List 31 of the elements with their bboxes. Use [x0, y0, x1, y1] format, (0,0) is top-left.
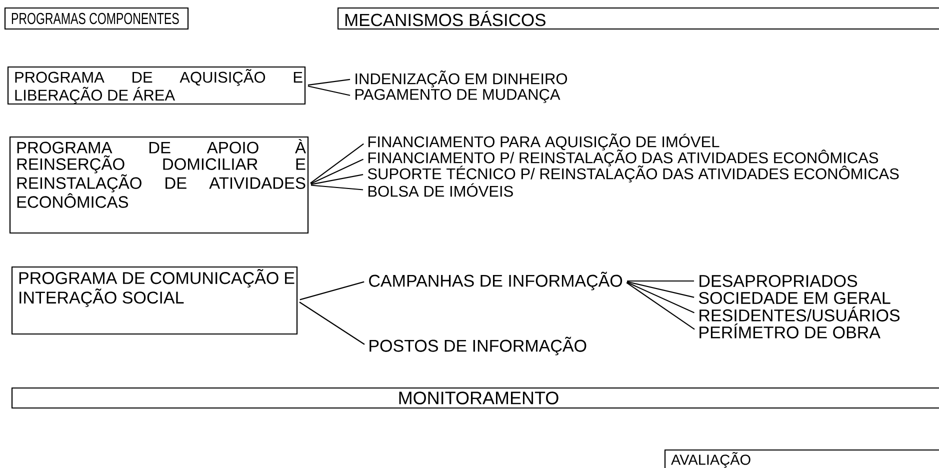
mechanism-text: INDENIZAÇÃO EM DINHEIRO	[356, 70, 567, 88]
connector-line	[310, 158, 364, 184]
heading-box: AVALIAÇÃO	[664, 449, 939, 468]
mechanism-text: RESIDENTES/USUÁRIOS	[700, 306, 900, 322]
mechanism-text: BOLSA DE IMÓVEIS	[368, 183, 513, 197]
program-box: PROGRAMA DE COMUNICAÇÃO E INTERAÇÃO SOCIAL	[11, 266, 298, 335]
mechanism-text: SOCIEDADE EM GERAL	[698, 292, 890, 304]
heading-box: PROGRAMAS COMPONENTES	[4, 7, 189, 30]
mechanism-text: DESAPROPRIADOS	[700, 274, 858, 288]
heading-box: MONITORAMENTO	[11, 387, 939, 409]
program-box: PROGRAMA DE APOIO À REINSERÇÃO DOMICILIAR E REINSTALAÇÃO DE ATIVIDADES ECONÔMICAS	[9, 136, 309, 234]
connector-line	[310, 143, 364, 184]
heading-box: MECANISMOS BÁSICOS	[337, 7, 939, 30]
mechanism-text: CAMPANHAS DE INFORMAÇÃO	[369, 272, 622, 290]
mechanism-text: PERÍMETRO DE OBRA	[700, 324, 880, 338]
mechanism-text: FINANCIAMENTO P/ REINSTALAÇÃO DAS ATIVIDADES ECONÔMICAS	[368, 150, 878, 166]
connector-line	[310, 184, 364, 190]
connector-line	[627, 280, 694, 282]
connector-line	[300, 281, 364, 300]
connector-line	[299, 302, 365, 345]
mechanism-text: SUPORTE TÉCNICO P/ REINSTALAÇÃO DAS ATIVIDADES ECONÔMICAS	[368, 166, 899, 182]
connector-line	[626, 282, 695, 330]
connector-line	[310, 174, 364, 185]
mechanism-text: PAGAMENTO DE MUDANÇA	[355, 88, 560, 104]
mechanism-text: POSTOS DE INFORMAÇÃO	[370, 336, 586, 356]
connector-line	[626, 281, 694, 298]
mechanism-text: FINANCIAMENTO PARA AQUISIÇÃO DE IMÓVEL	[368, 134, 720, 150]
connector-line	[308, 78, 350, 86]
connector-line	[308, 86, 350, 96]
program-box: PROGRAMA DE AQUISIÇÃO E LIBERAÇÃO DE ÁREA	[7, 66, 306, 105]
connector-line	[626, 282, 694, 314]
